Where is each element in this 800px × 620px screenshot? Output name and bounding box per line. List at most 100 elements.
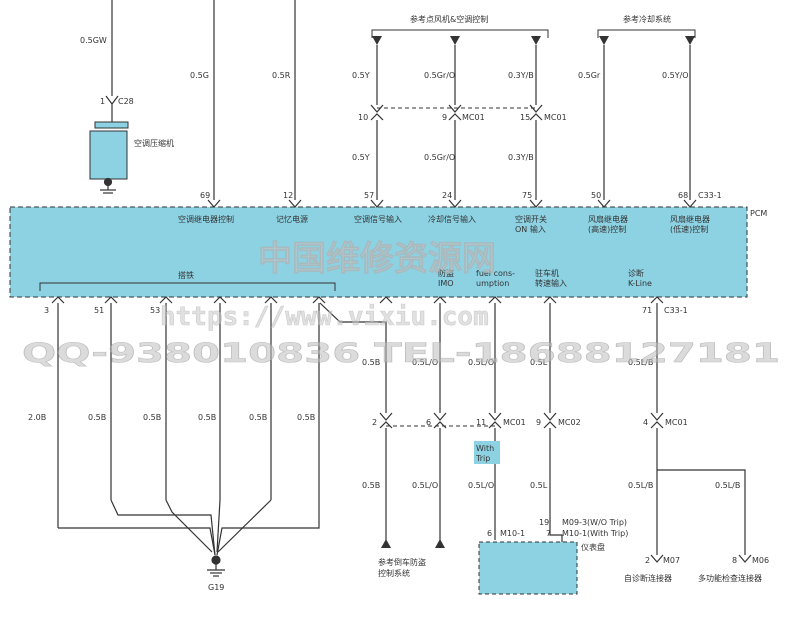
mc01-top-pin-15: 15 — [520, 113, 530, 122]
ground-wire-label-5: 0.5B — [249, 413, 267, 422]
cluster-conn-m09: M09-3(W/O Trip) — [562, 518, 627, 527]
pcm-func-imo: 防盗 — [438, 268, 454, 278]
lower-pin-9: 9 — [536, 418, 541, 427]
diag-label-self: 自诊断连接器 — [624, 573, 672, 583]
compressor-wire-label: 0.5GW — [80, 36, 107, 45]
mc01-top-conn-2: MC01 — [544, 113, 567, 122]
lower-conn-mc01-a: MC01 — [503, 418, 526, 427]
cooling-reference-label: 参考冷却系统 — [623, 14, 671, 24]
trip-badge-line1: With — [476, 444, 494, 453]
lower-pin-4: 4 — [643, 418, 648, 427]
wire-label-0-5gro-upper: 0.5Gr/O — [424, 71, 455, 80]
lower-wire-lower-1: 0.5B — [362, 481, 380, 490]
pcm-func-speed-2: 转速输入 — [535, 278, 567, 288]
wire-label-0-3yb-upper: 0.3Y/B — [508, 71, 534, 80]
diagnostic-connector-icons — [650, 554, 752, 563]
trip-badge — [474, 441, 500, 464]
pcm-func-ac-relay: 空调继电器控制 — [178, 214, 234, 224]
pcm-label: PCM — [750, 209, 767, 218]
lower-wire-upper-5: 0.5L/B — [628, 358, 653, 367]
pcm-pin-68: 68 — [678, 191, 688, 200]
top-wire-group — [207, 0, 302, 208]
diag-pin-2: 2 — [645, 556, 650, 565]
hvac-reference-label: 参考点风机&空调控制 — [410, 14, 488, 24]
lower-conn-mc01-b: MC01 — [665, 418, 688, 427]
pcm-bottom-pin-51: 51 — [94, 306, 104, 315]
pcm-pin-75: 75 — [522, 191, 532, 200]
anti-theft-label: 参考倒车防盗 — [378, 557, 426, 567]
mc01-top-pin-9: 9 — [442, 113, 447, 122]
pcm-bottom-pin-3: 3 — [44, 306, 49, 315]
lower-pin-6: 6 — [426, 418, 431, 427]
ground-g19-icon — [207, 555, 225, 577]
cluster-pin-19: 19 — [539, 518, 549, 527]
lower-wire-lower-4: 0.5L — [530, 481, 548, 490]
instrument-cluster-label: 仪表盘 — [581, 542, 605, 552]
pcm-ground-label: 搭铁 — [178, 270, 194, 280]
cluster-pin-7: 7 — [546, 529, 551, 538]
pcm-pin-24: 24 — [442, 191, 452, 200]
lower-wire-upper-3: 0.5L/O — [468, 358, 494, 367]
lower-wire-upper-1: 0.5B — [362, 358, 380, 367]
ground-wire-label-1: 2.0B — [28, 413, 46, 422]
pcm-func-speed: 驻车机 — [535, 268, 559, 278]
pcm-func-fan-high-2: (高速)控制 — [588, 224, 626, 234]
pcm-func-imo-2: IMO — [438, 279, 454, 288]
wire-label-0-5g: 0.5G — [190, 71, 209, 80]
anti-theft-arrow-icons — [381, 539, 445, 548]
cluster-pin-6: 6 — [487, 529, 492, 538]
pcm-bottom-arrows — [51, 296, 664, 304]
pcm-func-ac-switch: 空调开关 — [515, 214, 547, 224]
wire-label-0-5gro-lower: 0.5Gr/O — [424, 153, 455, 162]
diag-label-multi: 多功能检查连接器 — [698, 573, 762, 583]
diag-conn-m06: M06 — [752, 556, 769, 565]
pcm-func-ac-signal: 空调信号输入 — [354, 214, 402, 224]
lower-wire-upper-4: 0.5L — [530, 358, 548, 367]
cluster-conn-m10-trip: M10-1(With Trip) — [562, 529, 628, 538]
lower-pin-11: 11 — [476, 418, 486, 427]
lower-wire-lower-6: 0.5L/B — [715, 481, 740, 490]
pcm-connector-bottom: C33-1 — [664, 306, 688, 315]
ground-wires — [57, 302, 387, 556]
pcm-func-fan-low: 风扇继电器 — [670, 214, 710, 224]
wire-label-0-5y-lower: 0.5Y — [352, 153, 370, 162]
watermark-title: 中国维修资源网 — [258, 239, 496, 279]
hvac-reference-bracket — [371, 29, 549, 38]
pcm-bottom-pin-53: 53 — [150, 306, 160, 315]
compressor-body — [89, 130, 128, 180]
pcm-func-fuel-2: umption — [476, 279, 509, 288]
pcm-func-ac-switch-2: ON 输入 — [515, 224, 546, 234]
pcm-pin-50: 50 — [591, 191, 601, 200]
compressor-cap — [94, 121, 129, 129]
compressor-connector: C28 — [118, 97, 134, 106]
ground-wire-label-3: 0.5B — [143, 413, 161, 422]
wire-label-0-5yo: 0.5Y/O — [662, 71, 689, 80]
ground-g19-label: G19 — [208, 583, 224, 592]
anti-theft-label-2: 控制系统 — [378, 568, 410, 578]
pcm-func-cooling-signal: 冷却信号输入 — [428, 214, 476, 224]
pcm-func-kline-2: K-Line — [628, 279, 652, 288]
diag-pin-8: 8 — [732, 556, 737, 565]
pcm-bottom-pin-71: 71 — [642, 306, 652, 315]
cluster-conn-m10: M10-1 — [500, 529, 525, 538]
cooling-reference-bracket — [597, 29, 696, 38]
pcm-func-fan-low-2: (低速)控制 — [670, 224, 708, 234]
mc01-top-pin-10: 10 — [358, 113, 368, 122]
pcm-func-kline: 诊断 — [628, 268, 644, 278]
watermark-url: https://www.vixiu.com — [160, 302, 489, 332]
lower-pin-2: 2 — [372, 418, 377, 427]
lower-wire-lower-5: 0.5L/B — [628, 481, 653, 490]
ground-wire-label-6: 0.5B — [297, 413, 315, 422]
trip-badge-line2: Trip — [475, 454, 490, 463]
lower-wire-upper-2: 0.5L/O — [412, 358, 438, 367]
pcm-func-fuel: fuel cons- — [476, 269, 515, 278]
compressor-label: 空调压缩机 — [134, 138, 174, 148]
lower-conn-mc02: MC02 — [558, 418, 581, 427]
pcm-pin-12: 12 — [283, 191, 293, 200]
pcm-module — [9, 206, 748, 298]
mc01-top-conn-1: MC01 — [462, 113, 485, 122]
instrument-cluster — [478, 541, 578, 595]
compressor-circuit — [105, 0, 119, 122]
compressor-pin: 1 — [100, 97, 105, 106]
